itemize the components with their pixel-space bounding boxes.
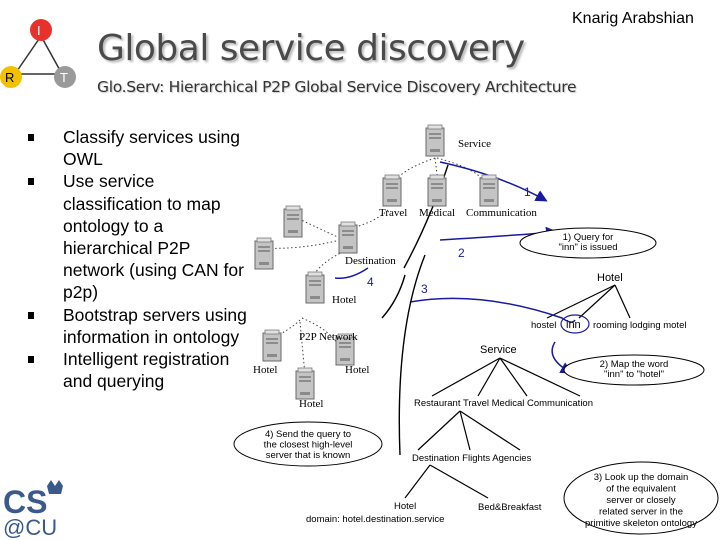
ontology-synonym: inn bbox=[566, 319, 581, 331]
author-name: Knarig Arabshian bbox=[572, 10, 694, 27]
server-label-service: Service bbox=[458, 138, 491, 150]
ontology-service: Service bbox=[480, 344, 517, 356]
server-label-p2p-network: P2P Network bbox=[299, 331, 358, 343]
step-number: 4 bbox=[367, 275, 374, 289]
step-number: 2 bbox=[458, 246, 465, 260]
server-label-hotel-bottom: Hotel bbox=[299, 398, 323, 410]
bullet-item: Intelligent registration and querying bbox=[28, 348, 253, 392]
server-labels: Service Travel Medical Communication Des… bbox=[253, 138, 537, 410]
cscu-logo-cs: CS bbox=[3, 484, 47, 520]
slide-title: Global service discovery bbox=[97, 28, 525, 69]
server-label-travel: Travel bbox=[379, 207, 407, 219]
ontology-synonym: hostel bbox=[531, 320, 556, 331]
server-icon bbox=[425, 124, 445, 157]
callout-query: 1) Query for"inn" is issued bbox=[519, 227, 657, 259]
bullet-item: Use service classification to map ontolo… bbox=[28, 170, 253, 303]
server-icon bbox=[479, 174, 499, 207]
server-icon bbox=[262, 329, 282, 362]
ontology-hotel-leaf: Hotel bbox=[394, 501, 416, 512]
ontology-tree bbox=[404, 284, 631, 499]
server-icon bbox=[254, 237, 274, 270]
ontology-hotel-domain: domain: hotel.destination.service bbox=[306, 514, 444, 525]
irt-logo: I R T bbox=[0, 19, 76, 88]
ontology-travel-children: Destination Flights Agencies bbox=[412, 453, 532, 464]
slide-subtitle: Glo.Serv: Hierarchical P2P Global Servic… bbox=[97, 78, 577, 96]
cscu-logo: CS @CU bbox=[3, 480, 63, 540]
bullet-item: Bootstrap servers using information in o… bbox=[28, 304, 253, 348]
server-label-medical: Medical bbox=[419, 207, 455, 219]
irt-logo-r-circle bbox=[0, 66, 22, 88]
irt-logo-t: T bbox=[60, 70, 68, 85]
server-label-communication: Communication bbox=[466, 207, 537, 219]
query-path bbox=[334, 161, 576, 374]
server-label-hotel-top: Hotel bbox=[332, 294, 356, 306]
server-label-hotel-left: Hotel bbox=[253, 364, 277, 376]
ontology-service-children: Restaurant Travel Medical Communication bbox=[414, 398, 593, 409]
server-icon bbox=[338, 221, 358, 254]
crown-icon bbox=[47, 480, 63, 494]
step-number: 1 bbox=[524, 185, 531, 199]
server-icon bbox=[305, 271, 325, 304]
ontology-synonym: rooming lodging motel bbox=[593, 320, 686, 331]
server-label-hotel-right: Hotel bbox=[345, 364, 369, 376]
step-numbers: 1 2 3 4 bbox=[367, 185, 531, 296]
irt-logo-i-circle bbox=[30, 19, 52, 41]
callout-map-word-text: 2) Map the word"inn" to "hotel" bbox=[600, 359, 669, 380]
irt-logo-t-circle bbox=[54, 66, 76, 88]
server-icon bbox=[295, 367, 315, 400]
bullet-list: Classify services using OWL Use service … bbox=[28, 126, 253, 392]
ontology-bnb: Bed&Breakfast bbox=[478, 502, 542, 513]
ontology-labels: Hotel hostel inn rooming lodging motel S… bbox=[306, 272, 686, 525]
cscu-logo-at-cu: @CU bbox=[3, 515, 57, 540]
callout-query-text: 1) Query for"inn" is issued bbox=[558, 232, 617, 253]
server-icon bbox=[427, 174, 447, 207]
step-number: 3 bbox=[421, 282, 428, 296]
server-label-destination: Destination bbox=[345, 255, 396, 267]
server-icon bbox=[283, 205, 303, 238]
inn-highlight-circle bbox=[560, 314, 590, 334]
ontology-hotel-root: Hotel bbox=[597, 272, 623, 284]
irt-logo-i: I bbox=[37, 23, 41, 38]
irt-logo-r: R bbox=[5, 70, 14, 85]
callout-map-word: 2) Map the word"inn" to "hotel" bbox=[563, 354, 705, 386]
bullet-item: Classify services using OWL bbox=[28, 126, 253, 170]
server-icon bbox=[382, 174, 402, 207]
